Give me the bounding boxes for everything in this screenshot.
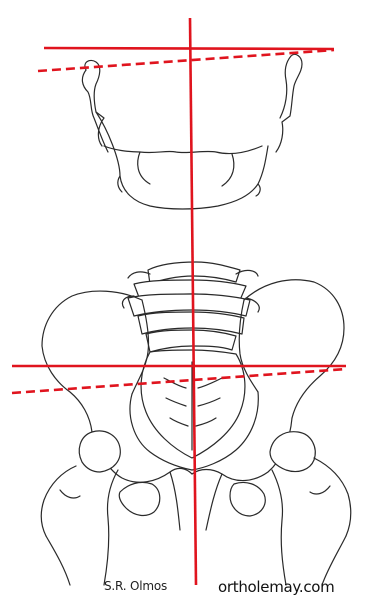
website-credit: ortholemay.com <box>218 578 334 596</box>
pelvis-tilted-dashed-line <box>12 369 346 393</box>
author-credit: S.R. Olmos <box>104 579 167 593</box>
jaw-horizontal-reference-line <box>44 48 334 49</box>
jaw-tilted-dashed-line <box>38 50 334 71</box>
